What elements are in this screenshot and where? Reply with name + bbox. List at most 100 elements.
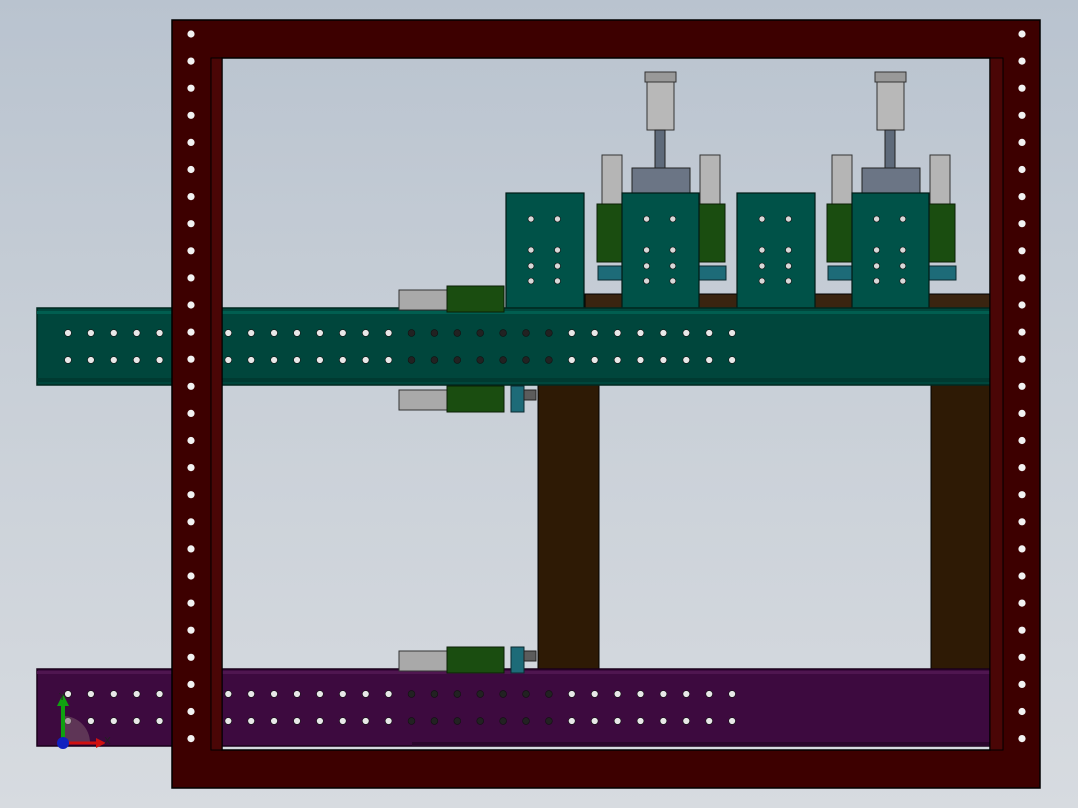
beam-hole	[590, 717, 599, 725]
frame-hole	[1018, 409, 1026, 417]
frame-hole	[1018, 572, 1026, 580]
fixture-plate[interactable]	[505, 192, 585, 309]
plate-hole	[785, 215, 792, 223]
beam-hole	[659, 356, 668, 364]
left-support-post[interactable]	[537, 382, 600, 674]
frame-hole	[187, 707, 195, 716]
beam-hole	[407, 690, 416, 698]
frame-hole	[187, 84, 195, 92]
frame-hole	[1018, 111, 1026, 119]
fixture-plate[interactable]	[736, 192, 816, 309]
side-clamp	[510, 646, 525, 674]
beam-hole	[682, 329, 690, 337]
frame-hole	[1018, 301, 1026, 309]
beam-hole	[293, 356, 301, 364]
plate-hole	[669, 262, 677, 270]
plate-hole	[899, 262, 907, 270]
beam-hole	[87, 356, 95, 364]
horizontal-cylinder-body[interactable]	[446, 285, 505, 313]
beam-hole	[247, 356, 255, 364]
beam-hole	[522, 329, 530, 337]
beam-hole	[453, 690, 461, 698]
frame-hole	[187, 626, 195, 634]
plate-hole	[899, 215, 907, 223]
beam-hole	[339, 329, 347, 337]
horizontal-cylinder-body[interactable]	[446, 385, 505, 413]
beam-hole	[293, 329, 301, 337]
frame-hole	[187, 599, 195, 607]
beam-hole	[568, 717, 576, 725]
beam-hole	[476, 356, 484, 364]
plate-hole	[643, 215, 650, 223]
outer-frame[interactable]	[171, 19, 1041, 789]
beam-hole	[705, 356, 713, 364]
side-clamp-pin	[523, 389, 537, 401]
beam-hole	[728, 690, 736, 698]
triad-y-label: Y	[58, 692, 66, 703]
plate-hole	[785, 246, 792, 254]
plate-hole	[643, 262, 650, 270]
beam-hole	[339, 690, 347, 698]
frame-hole	[187, 572, 195, 580]
beam-hole	[362, 356, 370, 364]
beam-hole	[590, 329, 599, 337]
frame-hole	[187, 464, 195, 472]
frame-hole	[1018, 382, 1026, 390]
beam-hole	[522, 690, 530, 698]
beam-hole	[407, 717, 416, 725]
horizontal-cylinder-body[interactable]	[446, 646, 505, 674]
frame-hole	[187, 491, 195, 499]
frame-hole	[1018, 735, 1026, 743]
frame-hole	[1018, 491, 1026, 499]
beam-hole	[87, 329, 95, 337]
vise-modules	[505, 71, 957, 309]
frame-hole	[1018, 274, 1026, 282]
frame-hole	[1018, 626, 1026, 634]
beam-hole	[545, 329, 553, 337]
frame-hole	[187, 30, 195, 38]
plate-hole	[899, 246, 907, 254]
beam-hole	[224, 356, 233, 364]
frame-hole	[1018, 545, 1026, 553]
frame-hole	[1018, 464, 1026, 472]
beam-hole	[476, 717, 484, 725]
cylinder-rod	[884, 129, 896, 171]
plate-hole	[873, 246, 880, 254]
frame-hole	[187, 328, 195, 336]
cylinder-cap	[644, 71, 677, 83]
right-support-post[interactable]	[930, 382, 992, 674]
fixture-plate[interactable]	[621, 192, 700, 309]
beam-hole	[636, 329, 645, 337]
beam-hole	[110, 356, 118, 364]
beam-hole	[568, 329, 576, 337]
beam-hole	[682, 690, 690, 698]
beam-hole	[636, 356, 645, 364]
beam-hole	[133, 690, 141, 698]
beam-hole	[728, 329, 736, 337]
plate-hole	[669, 246, 677, 254]
beam-hole	[499, 356, 507, 364]
beam-hole	[155, 690, 164, 698]
beam-hole	[499, 690, 507, 698]
beam-hole	[636, 690, 645, 698]
plate-hole	[873, 277, 880, 285]
frame-hole	[1018, 138, 1026, 146]
beam-hole	[430, 356, 439, 364]
frame-hole	[187, 735, 195, 743]
frame-hole	[1018, 84, 1026, 92]
beam-hole	[453, 717, 461, 725]
plate-hole	[554, 215, 561, 223]
guide-rod	[929, 154, 951, 206]
beam-hole	[270, 356, 278, 364]
beam-hole	[339, 717, 347, 725]
purple-beam-holes	[64, 690, 736, 725]
fixture-plate[interactable]	[851, 192, 930, 309]
cylinder-rod	[654, 129, 666, 171]
frame-hole	[1018, 328, 1026, 336]
frame-hole	[1018, 57, 1026, 65]
frame-hole	[187, 518, 195, 526]
frame-hole	[187, 193, 195, 201]
triad-x-label: X	[104, 736, 111, 747]
